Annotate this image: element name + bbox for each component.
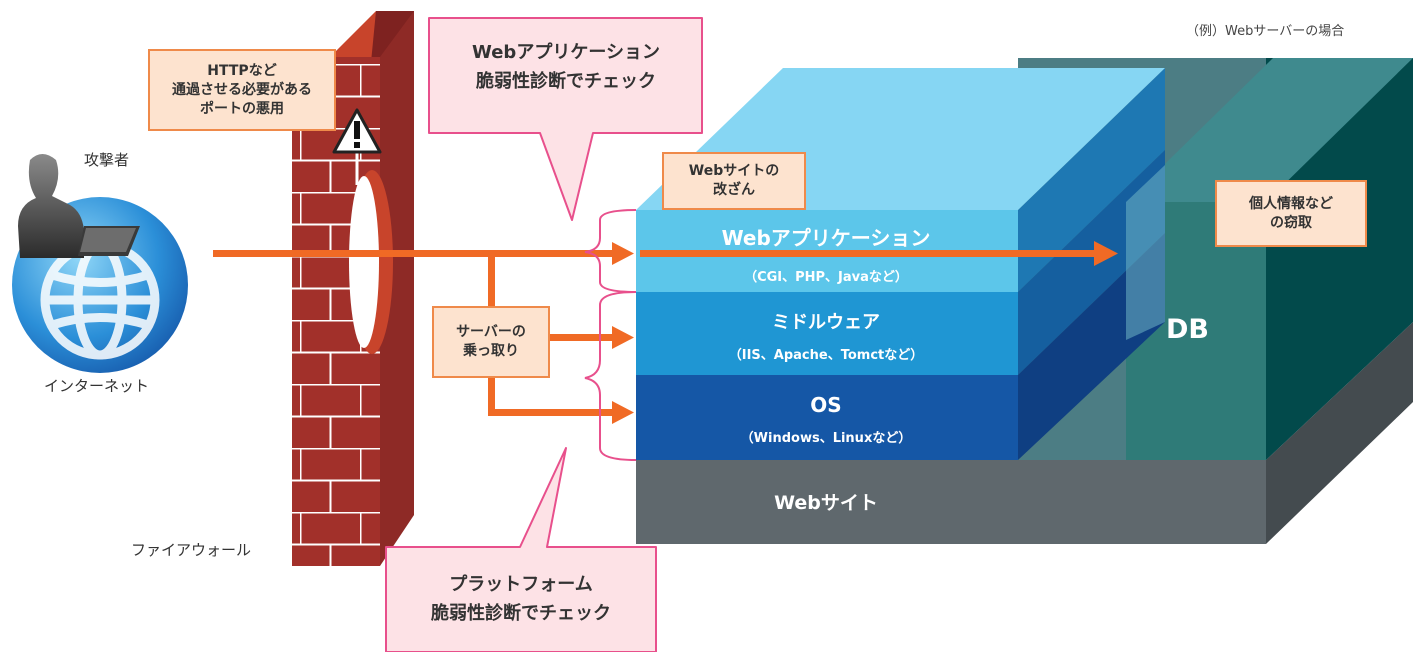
platform-check-line-1: プラットフォーム — [449, 574, 593, 595]
webapp-layer-sub: （CGI、PHP、Javaなど） — [744, 270, 908, 285]
warning-icon — [332, 108, 382, 185]
firewall-wall — [292, 11, 414, 566]
example-note: （例）Webサーバーの場合 — [1186, 24, 1345, 39]
theft-box: 個人情報など の窃取 — [1215, 180, 1367, 247]
tamper-line-2: 改ざん — [713, 182, 755, 198]
takeover-line-2: 乗っ取り — [463, 343, 519, 359]
attacker-label: 攻撃者 — [84, 151, 130, 169]
webapp-check-callout: Webアプリケーション 脆弱性診断でチェック — [431, 38, 701, 96]
middleware-layer — [636, 292, 1018, 375]
callout-webapp-shape — [428, 17, 703, 221]
firewall-hole — [349, 176, 379, 348]
callout-platform-shape — [385, 447, 657, 652]
tamper-box: Webサイトの 改ざん — [662, 152, 806, 210]
port-abuse-line-2: 通過させる必要がある — [172, 81, 312, 98]
os-layer — [636, 375, 1018, 460]
server-box — [636, 58, 1413, 544]
takeover-box: サーバーの 乗っ取り — [432, 306, 550, 378]
middleware-layer-title: ミドルウェア — [772, 312, 880, 333]
port-abuse-line-3: ポートの悪用 — [200, 100, 284, 117]
webapp-layer-title: Webアプリケーション — [721, 226, 931, 250]
braces — [584, 209, 637, 461]
internet-label: インターネット — [44, 377, 150, 395]
attacker-figure — [18, 154, 140, 258]
os-layer-title: OS — [810, 393, 842, 417]
platform-check-line-2: 脆弱性診断でチェック — [431, 603, 611, 624]
db-label: DB — [1166, 314, 1209, 345]
os-layer-sub: （Windows、Linuxなど） — [740, 431, 912, 446]
port-abuse-line-1: HTTPなど — [207, 62, 277, 79]
theft-line-2: の窃取 — [1270, 214, 1312, 231]
port-abuse-box: HTTPなど 通過させる必要がある ポートの悪用 — [148, 49, 336, 131]
webapp-check-line-1: Webアプリケーション — [472, 42, 660, 63]
takeover-line-1: サーバーの — [456, 324, 526, 340]
theft-line-1: 個人情報など — [1249, 195, 1333, 212]
webapp-check-line-2: 脆弱性診断でチェック — [476, 71, 656, 92]
platform-check-callout: プラットフォーム 脆弱性診断でチェック — [388, 570, 654, 628]
firewall-label: ファイアウォール — [131, 541, 252, 559]
middleware-layer-sub: （IIS、Apache、Tomctなど） — [728, 348, 924, 363]
tamper-line-1: Webサイトの — [688, 163, 780, 179]
website-layer-title: Webサイト — [774, 492, 878, 514]
